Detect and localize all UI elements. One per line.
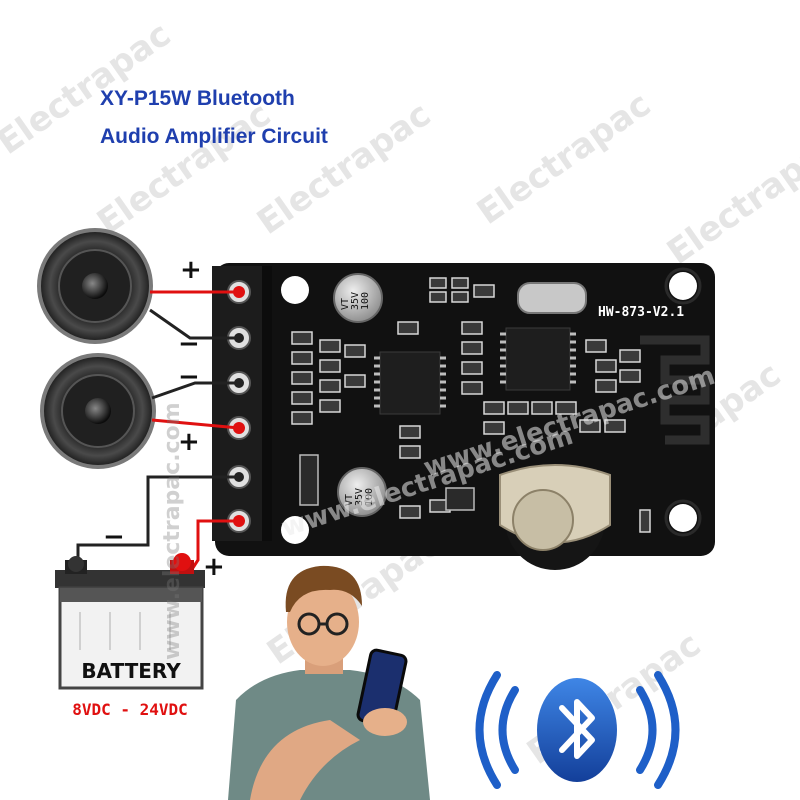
capacitor-label: VT — [340, 298, 351, 310]
bluetooth-icon — [475, 671, 680, 789]
terminal-block — [212, 266, 272, 541]
polarity-plus: + — [203, 552, 225, 582]
battery-voltage: 8VDC - 24VDC — [72, 700, 188, 719]
wire-speaker2-positive — [151, 418, 240, 430]
bluetooth-ic — [500, 327, 576, 391]
wire-speaker2-negative — [151, 381, 239, 400]
amplifier-ic — [374, 351, 446, 415]
capacitor-label: 35V — [354, 488, 365, 506]
polarity-minus: − — [103, 522, 125, 552]
capacitor-label: VT — [344, 494, 355, 506]
amplifier-board: 100 35V VT 100 35V VT HW-873-V2.1 — [212, 263, 715, 570]
battery: BATTERY 8VDC - 24VDC — [55, 553, 205, 719]
speaker-top — [37, 228, 153, 344]
smd-components — [291, 277, 651, 533]
wires — [76, 290, 240, 581]
capacitor-label: 100 — [364, 488, 375, 506]
wire-speaker1-negative — [149, 308, 239, 340]
title-line-1: XY-P15W Bluetooth — [100, 87, 295, 110]
board-label: HW-873-V2.1 — [598, 305, 684, 320]
battery-label: BATTERY — [81, 659, 181, 683]
person-illustration — [228, 565, 430, 800]
crystal-oscillator — [517, 282, 587, 314]
polarity-minus: − — [178, 329, 200, 359]
capacitor-bottom: 100 35V VT — [337, 467, 387, 517]
capacitor-top: 100 35V VT — [333, 273, 383, 323]
title-line-2: Audio Amplifier Circuit — [100, 125, 328, 148]
speaker-bottom — [40, 353, 156, 469]
polarity-plus: + — [178, 427, 200, 457]
polarity-minus: − — [178, 362, 200, 392]
volume-knob — [499, 464, 611, 570]
diode — [299, 454, 319, 506]
antenna-trace — [640, 335, 710, 445]
capacitor-label: 100 — [360, 292, 371, 310]
regulator — [445, 487, 475, 511]
polarity-plus: + — [180, 255, 202, 285]
capacitor-label: 35V — [350, 292, 361, 310]
wire-battery-negative — [76, 475, 239, 568]
